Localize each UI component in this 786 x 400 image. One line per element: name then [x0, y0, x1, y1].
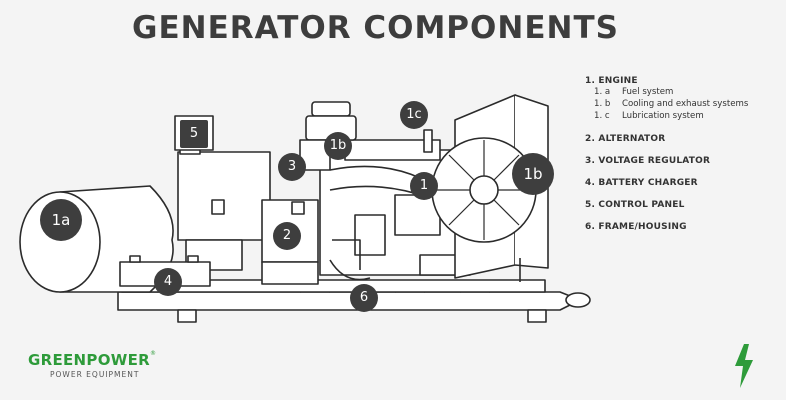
callout-2: 2: [273, 222, 301, 250]
oil-filler: [423, 129, 433, 153]
legend-control-panel: 5. CONTROL PANEL: [585, 200, 685, 210]
lightning-bolt-icon: [735, 344, 753, 388]
legend-alternator: 2. ALTERNATOR: [585, 134, 666, 144]
callout-6: 6: [350, 284, 378, 312]
callout-5: 5: [180, 120, 208, 148]
brand-logo: GREENPOWER® POWER EQUIPMENT: [28, 350, 156, 379]
legend-sub-item: 1. c Lubrication system: [585, 110, 785, 122]
callout-1a: 1a: [40, 199, 82, 241]
legend-engine: 1. ENGINE: [585, 76, 638, 86]
legend-sub-label: Lubrication system: [622, 111, 704, 121]
page-title: GENERATOR COMPONENTS: [132, 10, 619, 46]
brand-tagline: POWER EQUIPMENT: [50, 370, 140, 379]
callout-1c: 1c: [400, 101, 428, 129]
legend-sub-label: Cooling and exhaust systems: [622, 99, 749, 109]
callout-3: 3: [278, 153, 306, 181]
legend-sub-key: 1. c: [594, 111, 610, 121]
control-cabinet: [177, 139, 271, 271]
legend-frame-housing: 6. FRAME/HOUSING: [585, 222, 687, 232]
registered-mark: ®: [150, 350, 156, 357]
legend-voltage-regulator: 3. VOLTAGE REGULATOR: [585, 156, 711, 166]
callout-1b-radiator: 1b: [512, 153, 554, 195]
legend-sub-label: Fuel system: [622, 87, 674, 97]
legend-battery-charger: 4. BATTERY CHARGER: [585, 178, 698, 188]
component-legend: 1. ENGINE 1. a Fuel system 1. b Cooling …: [585, 76, 785, 232]
legend-sub-key: 1. a: [594, 87, 611, 97]
legend-sub-item: 1. b Cooling and exhaust systems: [585, 98, 785, 110]
legend-sub-item: 1. a Fuel system: [585, 86, 785, 98]
callout-4: 4: [154, 268, 182, 296]
callout-1b-engine: 1b: [324, 132, 352, 160]
callout-1: 1: [410, 172, 438, 200]
frame-housing: [117, 279, 591, 323]
brand-name: GREENPOWER: [28, 351, 150, 369]
legend-sub-key: 1. b: [594, 99, 611, 109]
